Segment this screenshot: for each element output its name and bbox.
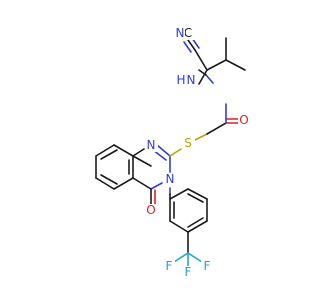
bond (183, 41, 192, 53)
bond (132, 155, 152, 167)
molecule-canvas: C N N H O S N N O F F F (95, 26, 251, 279)
bond (156, 144, 171, 157)
bond (187, 220, 208, 233)
atom-fluorine-2: F (204, 259, 211, 273)
bond (100, 149, 118, 160)
bond (132, 148, 145, 157)
bond (205, 74, 214, 84)
bond (206, 122, 227, 135)
bond (187, 39, 196, 51)
atom-oxygen-amide: O (239, 113, 248, 127)
atom-fluorine-1: F (166, 259, 173, 273)
molecule-structure: C N N H O S N N O F F F (95, 26, 251, 279)
bond (95, 177, 115, 190)
atom-oxygen-ring: O (146, 203, 155, 217)
bond-layer (95, 37, 246, 267)
bond (187, 217, 204, 228)
bond (169, 220, 189, 233)
atom-hydrogen-amide: H (176, 73, 185, 87)
bond (194, 49, 208, 71)
bond (187, 252, 203, 263)
atom-sulfur: S (184, 136, 192, 150)
atom-nitrogen-ring-3: N (166, 172, 175, 186)
bond (150, 182, 163, 190)
bond (225, 59, 246, 71)
atom-layer: C N N H O S N N O F F F (145, 26, 251, 279)
bond (132, 177, 152, 190)
bond (198, 69, 208, 85)
bond (100, 174, 118, 185)
bond (113, 177, 134, 190)
atom-nitrogen-ring-1: N (147, 138, 156, 152)
bond (169, 188, 189, 200)
bond (113, 144, 134, 157)
atom-nitrogen-amide: N (187, 73, 196, 87)
atom-fluorine-3: F (185, 265, 192, 279)
atom-nitrogen-nitrile: N (176, 26, 185, 40)
bond (194, 133, 208, 141)
bond (173, 252, 189, 263)
bond (169, 148, 182, 157)
bond (95, 144, 115, 157)
atom-carbon-nitrile: C (184, 26, 192, 40)
bond (206, 59, 227, 71)
bond (187, 188, 208, 200)
bond (187, 193, 204, 203)
